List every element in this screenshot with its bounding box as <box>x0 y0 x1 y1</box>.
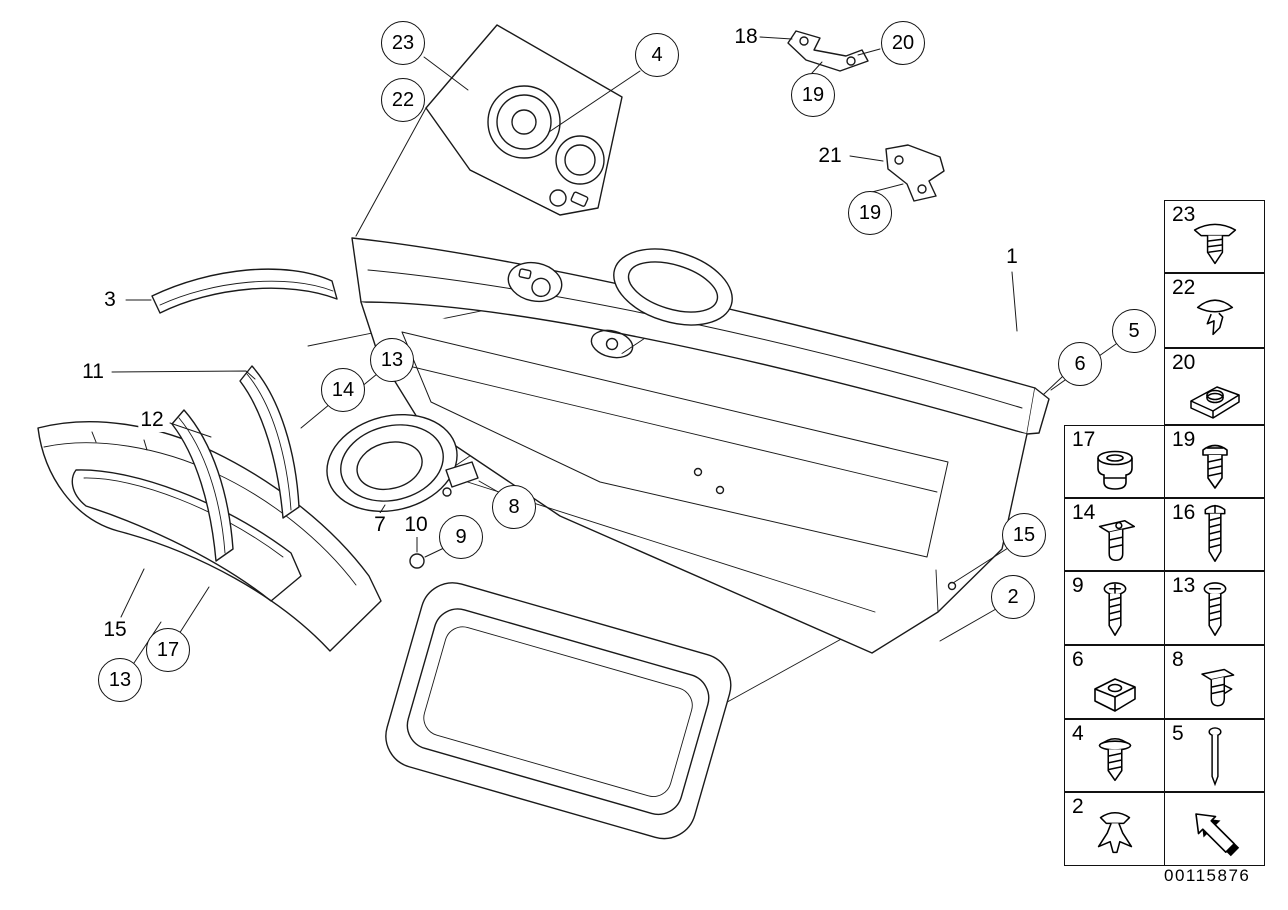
legend-cell-arrow[interactable] <box>1164 792 1265 866</box>
callout-23[interactable]: 23 <box>381 21 425 65</box>
callout-7[interactable]: 7 <box>372 513 388 537</box>
legend-cell-number: 14 <box>1072 501 1096 524</box>
clip-nut-icon <box>1098 519 1135 562</box>
legend-cell-5[interactable]: 5 <box>1164 719 1265 792</box>
legend-cell-number: 17 <box>1072 428 1096 451</box>
door-pull-handle-cutout <box>613 248 733 326</box>
callout-5[interactable]: 5 <box>1112 309 1156 353</box>
callout-11[interactable]: 11 <box>80 360 106 384</box>
legend-cell-number: 13 <box>1172 574 1196 597</box>
legend-cell-number: 16 <box>1172 501 1196 524</box>
catalog-number: 00115876 <box>1164 866 1251 885</box>
legend-cell-6[interactable]: 6 <box>1064 645 1165 719</box>
legend-cell-19[interactable]: 19 <box>1164 425 1265 498</box>
long-screw-icon <box>1204 504 1225 562</box>
legend-cell-4[interactable]: 4 <box>1064 719 1165 792</box>
callout-10[interactable]: 10 <box>402 513 430 537</box>
legend-cell-23[interactable]: 23 <box>1164 200 1265 273</box>
callout-15-left[interactable]: 15 <box>101 618 129 642</box>
cage-nut-icon <box>1189 386 1240 419</box>
legend-cell-2[interactable]: 2 <box>1064 792 1165 866</box>
legend-table: 23 22 20 <box>1064 200 1266 866</box>
callout-14[interactable]: 14 <box>321 368 365 412</box>
legend-cell-number: 2 <box>1072 795 1084 818</box>
trim-strip-12 <box>171 409 234 562</box>
callout-4[interactable]: 4 <box>635 33 679 77</box>
callout-19-upper[interactable]: 19 <box>791 73 835 117</box>
legend-cell-16[interactable]: 16 <box>1164 498 1265 571</box>
callout-17[interactable]: 17 <box>146 628 190 672</box>
callout-6[interactable]: 6 <box>1058 342 1102 386</box>
legend-cell-number: 22 <box>1172 276 1196 299</box>
screw-grommet <box>409 553 425 569</box>
callout-19-lower[interactable]: 19 <box>848 191 892 235</box>
callout-15-right[interactable]: 15 <box>1002 513 1046 557</box>
rivet-pin-icon <box>1207 727 1222 787</box>
oval-head-screw-icon <box>1098 737 1131 782</box>
upper-window-trim-speakers <box>355 24 623 237</box>
door-release-recess <box>507 261 563 303</box>
mounting-bracket-mid <box>885 144 945 202</box>
legend-cell-13[interactable]: 13 <box>1164 571 1265 645</box>
tapping-screw-icon <box>1103 582 1126 636</box>
trim-strip-11 <box>239 365 300 519</box>
callout-1[interactable]: 1 <box>1004 245 1020 269</box>
callout-2[interactable]: 2 <box>991 575 1035 619</box>
expansion-rivet-icon <box>1193 223 1236 265</box>
callout-20[interactable]: 20 <box>881 21 925 65</box>
legend-cell-number: 8 <box>1172 648 1184 671</box>
legend-cell-17[interactable]: 17 <box>1064 425 1165 498</box>
legend-cell-20[interactable]: 20 <box>1164 348 1265 425</box>
callout-21[interactable]: 21 <box>816 144 844 168</box>
callout-18[interactable]: 18 <box>732 25 760 49</box>
speaker-trim-ring <box>326 413 458 513</box>
pan-head-screw-icon <box>1201 444 1228 489</box>
tapping-screw-icon <box>1203 582 1226 636</box>
callout-13-lower[interactable]: 13 <box>98 658 142 702</box>
callout-13-mid[interactable]: 13 <box>370 338 414 382</box>
legend-cell-number: 5 <box>1172 722 1184 745</box>
legend-cell-number: 20 <box>1172 351 1196 374</box>
legend-cell-number: 23 <box>1172 203 1196 226</box>
callout-12[interactable]: 12 <box>138 408 166 432</box>
lock-knob-recess <box>590 329 634 359</box>
snap-clip-icon <box>1200 668 1234 707</box>
callout-22[interactable]: 22 <box>381 78 425 122</box>
callout-3[interactable]: 3 <box>102 288 118 312</box>
callout-8[interactable]: 8 <box>492 485 536 529</box>
legend-cell-number: 6 <box>1072 648 1084 671</box>
speaker-bracket <box>442 461 479 497</box>
trim-strip-3 <box>151 268 338 314</box>
square-nut-icon <box>1093 678 1136 712</box>
grommet-nut-icon <box>1096 450 1133 490</box>
door-pocket-panel <box>385 582 732 840</box>
legend-cell-number: 4 <box>1072 722 1084 745</box>
legend-cell-8[interactable]: 8 <box>1164 645 1265 719</box>
legend-cell-22[interactable]: 22 <box>1164 273 1265 348</box>
legend-cell-9[interactable]: 9 <box>1064 571 1165 645</box>
sealing-plug-icon <box>1196 299 1233 336</box>
expanding-clip-icon <box>1097 811 1132 854</box>
mounting-bracket-top <box>787 30 869 72</box>
legend-cell-14[interactable]: 14 <box>1064 498 1165 571</box>
callout-9[interactable]: 9 <box>439 515 483 559</box>
legend-cell-number: 9 <box>1072 574 1084 597</box>
direction-arrow-icon <box>1194 813 1239 857</box>
legend-cell-number: 19 <box>1172 428 1196 451</box>
